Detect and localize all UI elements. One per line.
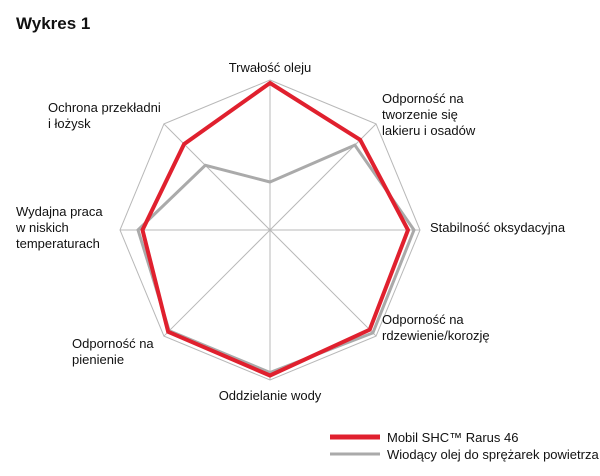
series-line-0 <box>140 80 411 378</box>
axis-label: Stabilność oksydacyjna <box>430 220 566 235</box>
legend-label: Wiodący olej do sprężarek powietrza <box>387 447 599 462</box>
grid-spoke <box>163 229 271 337</box>
series-line-1 <box>136 143 416 375</box>
radar-grid <box>119 79 421 381</box>
grid-spoke <box>269 123 377 231</box>
legend: Mobil SHC™ Rarus 46 Wiodący olej do spręż… <box>330 430 599 462</box>
axis-label: Oddzielanie wody <box>219 388 322 403</box>
grid-spoke <box>163 123 271 231</box>
radar-series <box>136 80 416 378</box>
grid-spoke <box>269 229 377 337</box>
chart-title: Wykres 1 <box>16 14 91 33</box>
axis-label: Trwałość oleju <box>229 60 312 75</box>
legend-label: Mobil SHC™ Rarus 46 <box>387 430 519 445</box>
